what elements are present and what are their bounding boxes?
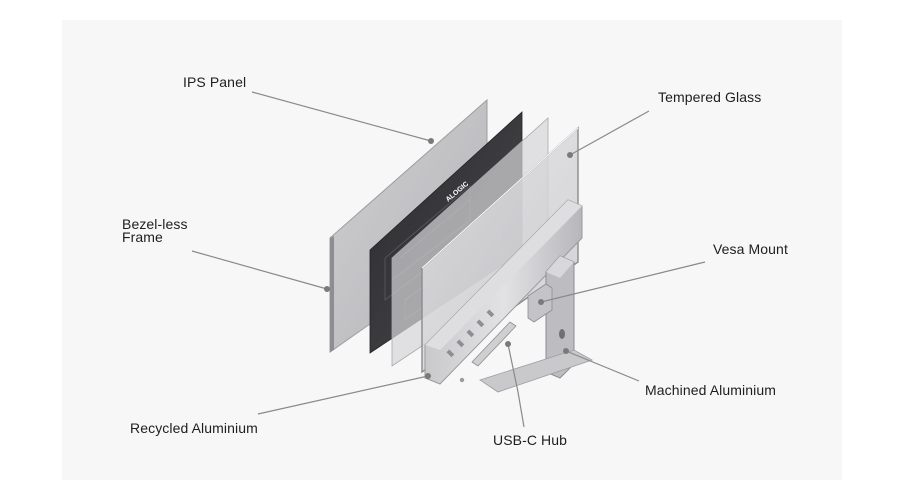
label-bezel-line2: Frame bbox=[122, 229, 163, 245]
leader-dots bbox=[324, 138, 573, 379]
vesa-mount-stand bbox=[479, 255, 593, 393]
label-bezel-line1: Bezel-less bbox=[122, 216, 188, 232]
label-bezel-less-frame: Bezel-less Frame bbox=[122, 216, 188, 245]
label-usbc-hub: USB-C Hub bbox=[493, 432, 568, 448]
port-slots bbox=[446, 309, 495, 358]
label-recycled-aluminium: Recycled Aluminium bbox=[130, 420, 258, 436]
label-tempered-glass: Tempered Glass bbox=[658, 89, 762, 105]
usbc-hub-part bbox=[459, 321, 517, 383]
label-ips-panel: IPS Panel bbox=[183, 74, 247, 90]
leader-lines bbox=[191, 91, 706, 428]
label-machined-aluminium: Machined Aluminium bbox=[645, 382, 776, 398]
label-vesa-mount: Vesa Mount bbox=[713, 241, 788, 257]
chassis-bar bbox=[424, 199, 583, 385]
